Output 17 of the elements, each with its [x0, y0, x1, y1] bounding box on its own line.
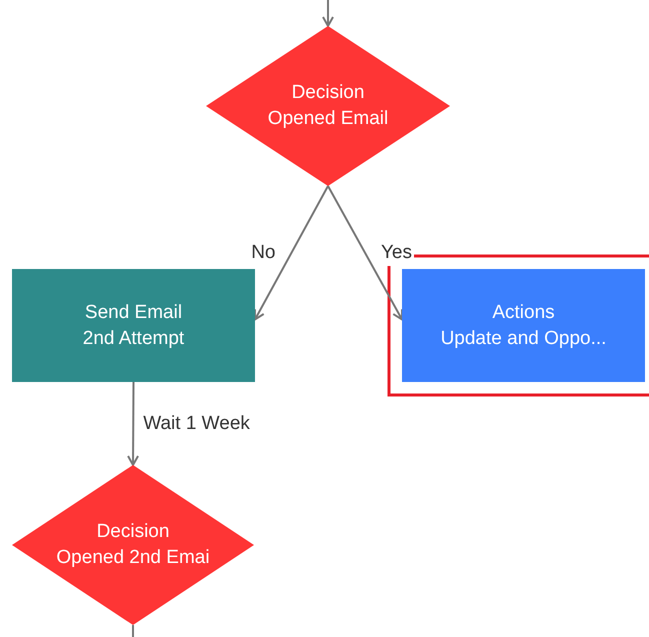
node-text: Update and Oppo... [440, 326, 606, 350]
arrow [327, 186, 403, 320]
node-text: 2nd Attempt [82, 326, 184, 350]
node-text: Send Email [84, 300, 182, 324]
process-box [402, 269, 645, 382]
node-text: Decision [292, 81, 364, 105]
decision-diamond [12, 465, 254, 625]
arrow [127, 382, 140, 466]
node-text: Opened Email [268, 107, 388, 131]
arrow [254, 186, 329, 320]
node-text: Decision [96, 520, 170, 544]
node-text: Opened 2nd Emai [56, 546, 210, 570]
node-text: Actions [492, 300, 555, 324]
decision-diamond [206, 26, 450, 186]
arrow [322, 0, 334, 27]
process-box [12, 269, 255, 382]
connector-line [132, 625, 134, 637]
